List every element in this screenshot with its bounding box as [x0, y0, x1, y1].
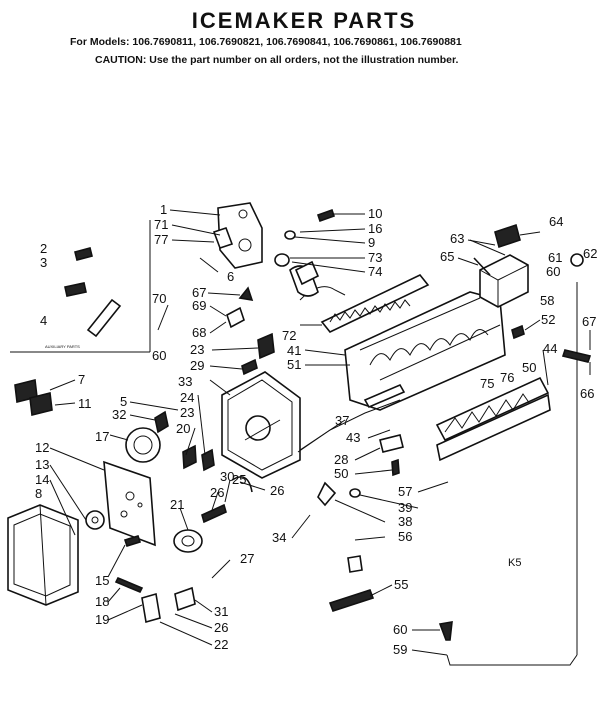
callout: 32 [112, 407, 126, 422]
callout: 10 [368, 206, 382, 221]
callout: 60 [393, 622, 407, 637]
callout: 30 [220, 469, 234, 484]
callout: 63 [450, 231, 464, 246]
timing-cam [173, 529, 203, 553]
model-list: For Models: 106.7690811, 106.7690821, 10… [70, 36, 462, 48]
callout: 68 [192, 325, 206, 340]
front-cover [7, 504, 79, 606]
callout: 55 [394, 577, 408, 592]
callout: 50 [334, 466, 348, 481]
callout: 19 [95, 612, 109, 627]
level-arm [446, 253, 584, 666]
callout: 8 [35, 486, 42, 501]
callout: 22 [214, 637, 228, 652]
callout: 23 [190, 342, 204, 357]
callout-numbers: 1 71 77 2 3 4 10 16 9 73 74 6 67 70 69 6… [35, 202, 597, 657]
callout: 15 [95, 573, 109, 588]
callout: 77 [154, 232, 168, 247]
callout: 74 [368, 264, 382, 279]
callout: 4 [40, 313, 47, 328]
callout: 18 [95, 594, 109, 609]
callout: 52 [541, 312, 555, 327]
callout: 73 [368, 250, 382, 265]
callout: 20 [176, 421, 190, 436]
callout: 75 [480, 376, 494, 391]
callout: 13 [35, 457, 49, 472]
callout: 17 [95, 429, 109, 444]
callout: 31 [214, 604, 228, 619]
callout: 61 [548, 250, 562, 265]
callout: 2 [40, 241, 47, 256]
callout: 58 [540, 293, 554, 308]
page-title: ICEMAKER PARTS [191, 8, 417, 33]
callout: 25 [232, 472, 246, 487]
callout: 59 [393, 642, 407, 657]
callout: 9 [368, 235, 375, 250]
callout: 12 [35, 440, 49, 455]
callout: 70 [152, 291, 166, 306]
callout: 27 [240, 551, 254, 566]
callout: 64 [549, 214, 563, 229]
callout: 65 [440, 249, 454, 264]
fill-cup [479, 254, 529, 308]
top-bracket [212, 202, 263, 269]
callout: 43 [346, 430, 360, 445]
callout: 28 [334, 452, 348, 467]
mounting-plate [103, 460, 156, 547]
drive-gear [85, 510, 105, 530]
callout: 26 [270, 483, 284, 498]
small-hardware [14, 208, 592, 641]
callout: 71 [154, 217, 168, 232]
callout: 44 [543, 341, 557, 356]
callout: 23 [180, 405, 194, 420]
callout: 51 [287, 357, 301, 372]
callout: 69 [192, 298, 206, 313]
callout: 34 [272, 530, 286, 545]
callout: 37 [335, 413, 349, 428]
caution-note: CAUTION: Use the part number on all orde… [95, 54, 459, 66]
ejector-stripper [320, 274, 430, 333]
callout: 56 [398, 529, 412, 544]
callout: 67 [192, 285, 206, 300]
callout: 1 [160, 202, 167, 217]
callout: 60 [152, 348, 166, 363]
callout: 24 [180, 390, 194, 405]
callout: 33 [178, 374, 192, 389]
callout: 11 [78, 396, 92, 411]
callout: 57 [398, 484, 412, 499]
callout: 7 [78, 372, 85, 387]
callout: 26 [214, 620, 228, 635]
callout: 50 [522, 360, 536, 375]
corner-code: K5 [508, 557, 521, 569]
callout: 41 [287, 343, 301, 358]
ice-stripper [435, 376, 551, 462]
callout: 67 [582, 314, 596, 329]
callout: 66 [580, 386, 594, 401]
callout: 29 [190, 358, 204, 373]
callout: 39 [398, 500, 412, 515]
ice-mold [344, 291, 506, 411]
callout: 38 [398, 514, 412, 529]
callout: 26 [210, 485, 224, 500]
motor-housing [221, 371, 301, 479]
callout: 62 [583, 246, 597, 261]
callout: 60 [546, 264, 560, 279]
callout: 72 [282, 328, 296, 343]
callout: 6 [227, 269, 234, 284]
callout: 21 [170, 497, 184, 512]
auxiliary-label: AUXILIARY PARTS [45, 344, 80, 349]
callout: 14 [35, 472, 49, 487]
motor [125, 427, 161, 463]
callout: 16 [368, 221, 382, 236]
leader-lines [49, 209, 591, 656]
callout: 5 [120, 394, 127, 409]
callout: 3 [40, 255, 47, 270]
auxiliary-parts-box: AUXILIARY PARTS [10, 220, 151, 353]
callout: 76 [500, 370, 514, 385]
